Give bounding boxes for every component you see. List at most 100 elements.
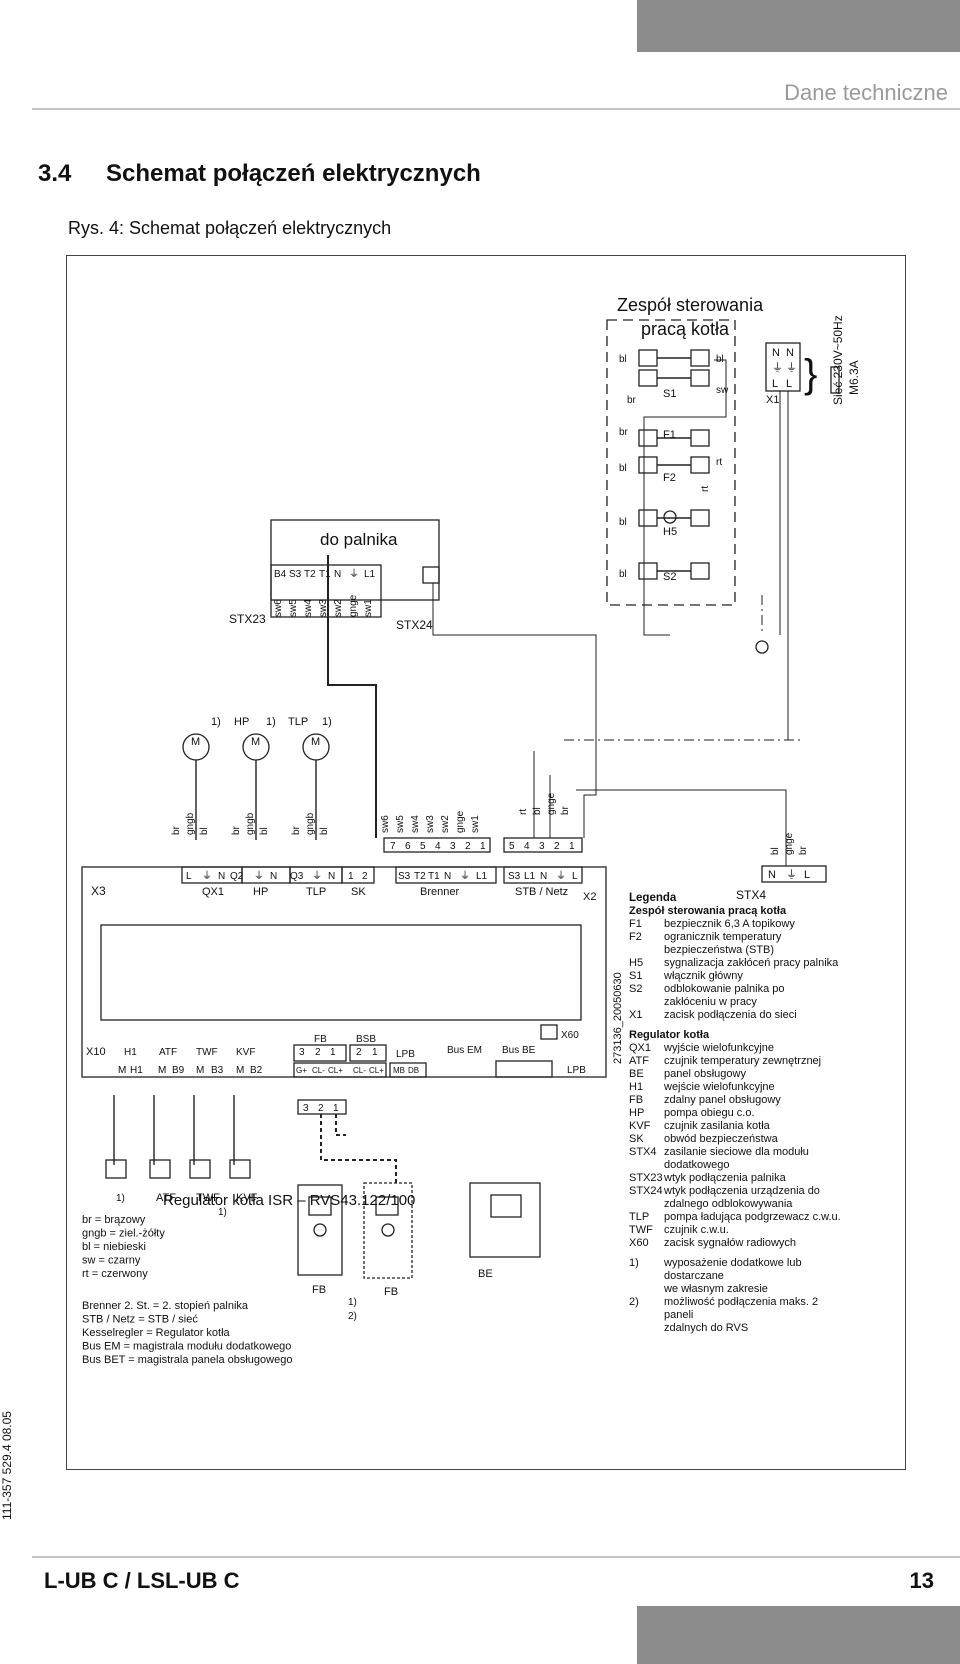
wire-label: rt: [716, 457, 722, 468]
mains-pin: ⏚: [772, 361, 783, 374]
brenner-plug-pin: 7: [390, 841, 396, 852]
wire-label: bl: [619, 517, 627, 528]
mains-pin: ⏚: [786, 361, 797, 374]
motor-symbol: M: [251, 736, 260, 748]
terminal-pin: L1: [476, 871, 488, 882]
terminal-block: [638, 429, 658, 447]
diagram-shapes: [81, 319, 840, 1279]
lamp-h5-icon: [663, 510, 677, 524]
terminal-block: [690, 509, 710, 527]
legend-key: S2: [629, 983, 642, 995]
abbrev-legend-item: Brenner 2. St. = 2. stopień palnika: [82, 1300, 249, 1312]
fb-bus-wire: [320, 1114, 397, 1185]
panel-display: [375, 1196, 399, 1216]
legend-key: H5: [629, 957, 643, 969]
stx23-wire: sw1: [363, 599, 374, 617]
legend-key: STX23: [629, 1172, 663, 1184]
terminal-pin: ⏚: [460, 870, 470, 882]
wire-label: rt: [700, 486, 711, 492]
sensor-note: 1): [218, 1207, 227, 1218]
legend-key: H1: [629, 1081, 643, 1093]
legend-key: QX1: [629, 1042, 651, 1054]
bottom-terminal-pin: CL+: [369, 1066, 384, 1075]
brenner-plug-pin: 1: [480, 841, 486, 852]
wire-label: br: [627, 395, 637, 406]
panel-display: [308, 1196, 332, 1216]
diagram-code: 273136_20050630: [612, 972, 624, 1064]
legend-note-key: 1): [629, 1257, 639, 1269]
terminal-pin: Q3: [290, 871, 304, 882]
bottom-terminal-pin: MB: [393, 1066, 405, 1075]
stx4-pin: ⏚: [786, 868, 797, 881]
pump-wire-label: gngb: [305, 812, 316, 835]
fuse-label: M6.3A: [847, 360, 861, 395]
fb-panel-2-label: FB: [384, 1286, 398, 1298]
legend-key: TWF: [629, 1224, 653, 1236]
motor-hp-icon: [242, 733, 270, 761]
sensor-twf-label: TWF: [196, 1192, 220, 1204]
terminal-pin: L: [186, 871, 192, 882]
terminal-pin: T2: [414, 871, 426, 882]
color-legend-item: br = brązowy: [82, 1214, 146, 1226]
terminal-pin: N: [218, 871, 225, 882]
terminal-pin: ⏚: [202, 870, 212, 882]
page-number: 13: [909, 1568, 934, 1593]
pump-wire-label: gngb: [245, 812, 256, 835]
legend-value: zdalnego odblokowywania: [664, 1198, 793, 1210]
legend-value: zacisk sygnałów radiowych: [664, 1237, 796, 1249]
terminal-pin: N: [444, 871, 451, 882]
bottom-terminal-pin: M: [196, 1065, 204, 1076]
legend-note-value: dostarczane: [664, 1270, 724, 1282]
wire-label: sw: [716, 385, 729, 396]
component-h5-label: H5: [663, 526, 677, 538]
terminal-pin: T1: [428, 871, 440, 882]
legend-value: odblokowanie palnika po: [664, 983, 784, 995]
color-legend-item: sw = czarny: [82, 1255, 141, 1267]
fb-panel-2-icon: [363, 1182, 413, 1279]
legend-value: wyjście wielofunkcyjne: [663, 1042, 774, 1054]
group-hp: HP: [253, 886, 268, 898]
terminal-pin: L: [572, 871, 578, 882]
stx23-wire: sw4: [303, 599, 314, 617]
motor-label: 1): [211, 716, 221, 728]
terminal-stb: [503, 866, 583, 884]
group-x3: X3: [91, 884, 106, 898]
wire-label: bl: [619, 354, 627, 365]
terminal-hp: [241, 866, 291, 884]
stx24-connector: [422, 566, 440, 584]
legend-key: KVF: [629, 1120, 651, 1132]
bottom-terminal-pin: 3: [299, 1047, 305, 1058]
note-1: 1): [348, 1297, 357, 1308]
legend-note-value: wyposażenie dodatkowe lub: [663, 1257, 802, 1269]
legend-value: bezpiecznik 6,3 A topikowy: [664, 918, 795, 930]
legend-value: czujnik temperatury zewnętrznej: [664, 1055, 821, 1067]
mains-brace: }: [804, 352, 817, 396]
legend-key: STX24: [629, 1185, 663, 1197]
legend-note-value: zdalnych do RVS: [664, 1322, 748, 1334]
control-unit-box: [606, 319, 736, 606]
legend-value: zasilanie sieciowe dla modułu: [664, 1146, 809, 1158]
terminal-block: [690, 349, 710, 367]
wiring-diagram: Zespół sterowania pracą kotła do palnika…: [81, 295, 861, 1366]
component-s2-label: S2: [663, 571, 676, 583]
motor-symbol: M: [311, 736, 320, 748]
footer-model: L-UB C / LSL-UB C: [44, 1568, 240, 1593]
legend-key: F1: [629, 918, 642, 930]
bottom-terminal-pin: 1: [330, 1047, 336, 1058]
bottom-terminal-pin: 2: [356, 1047, 362, 1058]
motor-symbol: M: [191, 736, 200, 748]
terminal-brenner: [395, 866, 497, 884]
legend-value: włącznik główny: [663, 970, 743, 982]
legend-key: STX4: [629, 1146, 657, 1158]
legend-value: panel obsługowy: [664, 1068, 746, 1080]
sensor-note: 1): [116, 1193, 125, 1204]
abbrev-legend-item: Bus EM = magistrala modułu dodatkowego: [82, 1341, 291, 1353]
legend-key: X60: [629, 1237, 649, 1249]
brenner-wire-label: sw4: [410, 815, 421, 833]
component-f2-label: F2: [663, 472, 676, 484]
x60-connector: [540, 1024, 558, 1040]
group-lpb: LPB: [396, 1049, 415, 1060]
stb-plug-pin: 3: [539, 841, 545, 852]
motor-label: 1): [266, 716, 276, 728]
